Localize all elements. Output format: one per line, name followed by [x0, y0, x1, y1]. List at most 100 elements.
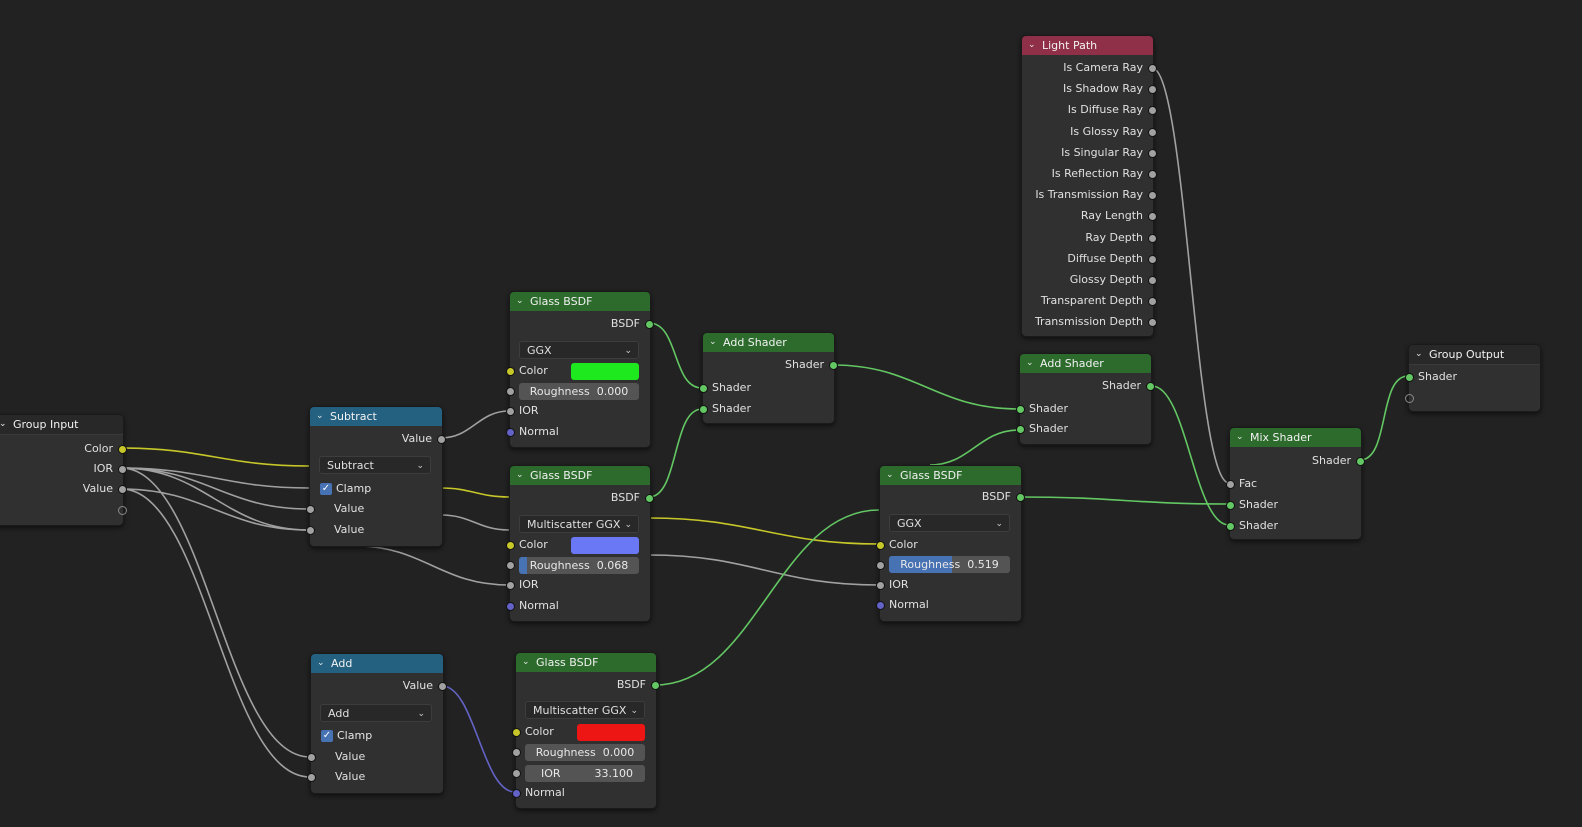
output-socket[interactable] — [1146, 382, 1155, 391]
operation-dropdown[interactable]: Add⌄ — [320, 704, 432, 722]
chevron-down-icon[interactable]: ⌄ — [516, 296, 524, 306]
node-link[interactable] — [648, 322, 703, 389]
chevron-down-icon[interactable]: ⌄ — [1028, 40, 1036, 50]
roughness-slider[interactable]: Roughness 0.000 — [525, 744, 645, 761]
input-socket[interactable] — [1226, 522, 1235, 531]
add-shader-header[interactable]: ⌄Add Shader — [703, 333, 834, 352]
add-shader-node-1[interactable]: ⌄Add Shader Shader Shader Shader — [699, 332, 838, 424]
add-shader-node-2[interactable]: ⌄Add Shader Shader Shader Shader — [1016, 353, 1155, 445]
distribution-dropdown[interactable]: Multiscatter GGX⌄ — [525, 701, 645, 719]
chevron-down-icon[interactable]: ⌄ — [886, 470, 894, 480]
node-link[interactable] — [120, 447, 310, 467]
node-link[interactable] — [1151, 385, 1230, 526]
empty-input-socket[interactable] — [1405, 394, 1414, 403]
glass-bsdf-node-4[interactable]: ⌄Glass BSDF BSDF GGX⌄ Color Roughness 0.… — [876, 465, 1025, 622]
node-link[interactable] — [1019, 496, 1230, 505]
distribution-dropdown[interactable]: GGX⌄ — [889, 514, 1010, 532]
color-swatch[interactable] — [571, 537, 639, 554]
node-link[interactable] — [354, 545, 510, 586]
output-socket[interactable] — [1016, 493, 1025, 502]
input-socket[interactable] — [1016, 425, 1025, 434]
roughness-slider[interactable]: Roughness 0.068 — [519, 557, 639, 574]
add-shader-header[interactable]: ⌄Add Shader — [1020, 354, 1151, 373]
node-link[interactable] — [120, 467, 310, 510]
input-socket[interactable] — [512, 769, 521, 778]
output-socket[interactable] — [1148, 170, 1157, 179]
node-link[interactable] — [832, 364, 1020, 410]
input-socket[interactable] — [506, 428, 515, 437]
output-socket[interactable] — [1148, 233, 1157, 243]
input-socket[interactable] — [506, 387, 515, 396]
input-socket[interactable] — [699, 405, 708, 414]
output-socket[interactable] — [118, 445, 127, 454]
operation-dropdown[interactable]: Subtract⌄ — [319, 456, 431, 474]
input-socket[interactable] — [506, 561, 515, 570]
mix-shader-node[interactable]: ⌄Mix Shader Shader Fac Shader Shader — [1226, 427, 1365, 540]
chevron-down-icon[interactable]: ⌄ — [316, 411, 324, 421]
group-output-header[interactable]: ⌄Group Output — [1409, 345, 1540, 365]
input-socket[interactable] — [512, 728, 521, 737]
output-socket[interactable] — [1148, 148, 1157, 158]
glass-bsdf-header[interactable]: ⌄Glass BSDF — [880, 466, 1021, 485]
output-socket[interactable] — [645, 320, 654, 329]
clamp-checkbox[interactable]: ✓ — [320, 483, 332, 495]
node-link[interactable] — [1359, 375, 1409, 461]
input-socket[interactable] — [307, 773, 316, 782]
output-socket[interactable] — [651, 681, 660, 690]
glass-bsdf-header[interactable]: ⌄Glass BSDF — [516, 653, 656, 672]
input-socket[interactable] — [876, 541, 885, 550]
add-node[interactable]: ⌄Add Value Add⌄ ✓ Clamp Value Value — [307, 653, 447, 794]
distribution-dropdown[interactable]: Multiscatter GGX⌄ — [519, 515, 639, 533]
node-link[interactable] — [440, 487, 510, 498]
node-link[interactable] — [120, 467, 311, 758]
output-socket[interactable] — [1148, 191, 1157, 201]
input-socket[interactable] — [512, 789, 521, 798]
input-socket[interactable] — [306, 526, 315, 535]
output-socket[interactable] — [118, 485, 127, 494]
node-link[interactable] — [120, 488, 310, 531]
input-socket[interactable] — [506, 407, 515, 416]
output-socket[interactable] — [1148, 254, 1157, 264]
input-socket[interactable] — [699, 384, 708, 393]
chevron-down-icon[interactable]: ⌄ — [516, 470, 524, 480]
node-link[interactable] — [440, 410, 510, 439]
mix-shader-header[interactable]: ⌄Mix Shader — [1230, 428, 1361, 447]
chevron-down-icon[interactable]: ⌄ — [0, 419, 7, 429]
empty-output-socket[interactable] — [118, 506, 127, 515]
subtract-header[interactable]: ⌄Subtract — [310, 407, 442, 426]
node-link[interactable] — [120, 467, 310, 489]
glass-bsdf-node-1[interactable]: ⌄Glass BSDF BSDF GGX⌄ Color Roughness 0.… — [506, 291, 654, 448]
roughness-slider[interactable]: Roughness 0.519 — [889, 556, 1010, 573]
chevron-down-icon[interactable]: ⌄ — [522, 657, 530, 667]
output-socket[interactable] — [1148, 297, 1157, 307]
node-link[interactable] — [648, 408, 703, 498]
input-socket[interactable] — [1226, 480, 1235, 489]
node-link[interactable] — [440, 514, 510, 531]
output-socket[interactable] — [1148, 212, 1157, 222]
chevron-down-icon[interactable]: ⌄ — [317, 658, 325, 668]
glass-bsdf-header[interactable]: ⌄Glass BSDF — [510, 466, 650, 485]
chevron-down-icon[interactable]: ⌄ — [709, 337, 717, 347]
chevron-down-icon[interactable]: ⌄ — [1026, 358, 1034, 368]
input-socket[interactable] — [1405, 373, 1414, 382]
node-link[interactable] — [120, 488, 311, 778]
color-swatch[interactable] — [571, 363, 639, 380]
subtract-node[interactable]: ⌄Subtract Value Subtract⌄ ✓ Clamp Value … — [306, 406, 446, 547]
output-socket[interactable] — [437, 435, 446, 444]
input-socket[interactable] — [506, 541, 515, 550]
output-socket[interactable] — [1148, 276, 1157, 285]
output-socket[interactable] — [829, 361, 838, 370]
output-socket[interactable] — [118, 465, 127, 474]
chevron-down-icon[interactable]: ⌄ — [1415, 349, 1423, 359]
input-socket[interactable] — [1016, 405, 1025, 414]
glass-bsdf-node-3[interactable]: ⌄Glass BSDF BSDF Multiscatter GGX⌄ Color… — [512, 652, 660, 809]
glass-bsdf-node-2[interactable]: ⌄Glass BSDF BSDF Multiscatter GGX⌄ Color… — [506, 465, 654, 622]
input-socket[interactable] — [876, 581, 885, 590]
node-link[interactable] — [1151, 67, 1230, 484]
input-socket[interactable] — [876, 561, 885, 570]
group-input-node[interactable]: ⌄Group Input Color IOR Value — [0, 414, 127, 526]
input-socket[interactable] — [506, 367, 515, 376]
node-link[interactable] — [654, 509, 880, 686]
color-swatch[interactable] — [577, 724, 645, 741]
